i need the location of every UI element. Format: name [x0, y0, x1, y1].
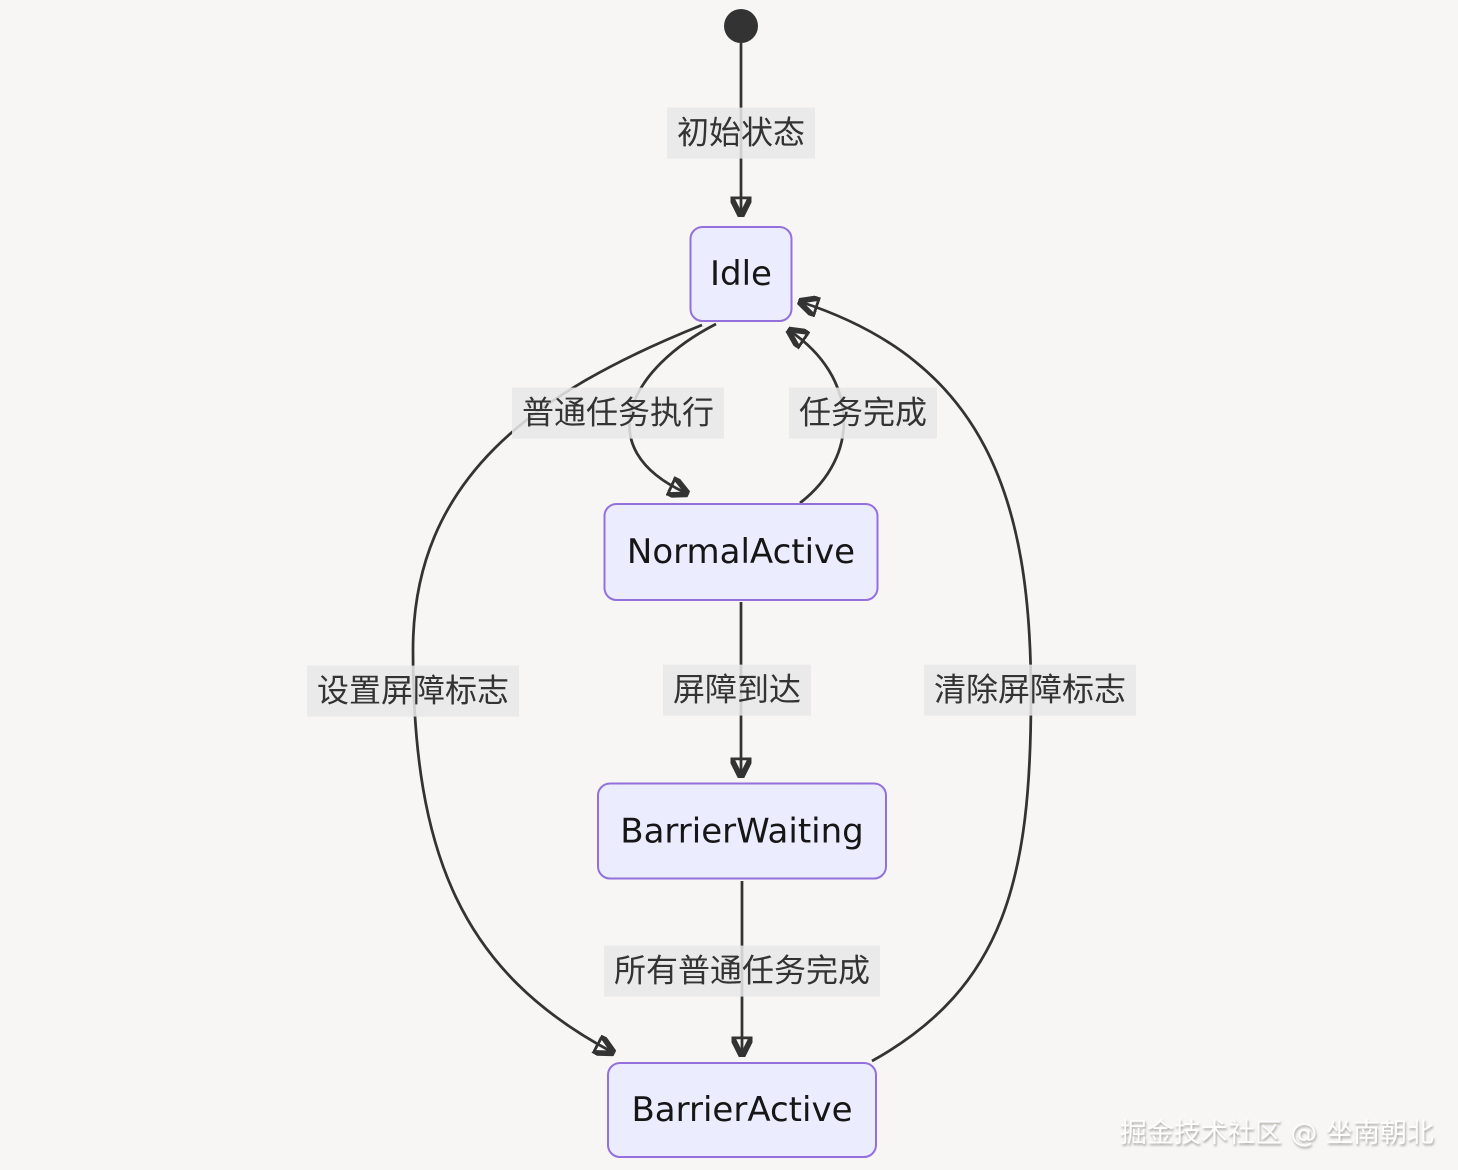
state-node-label: BarrierWaiting [620, 811, 864, 851]
state-node-idle: Idle [689, 226, 793, 322]
state-node-barrieractive: BarrierActive [607, 1062, 877, 1158]
initial-state-dot [724, 9, 758, 43]
edge-label-set-barrier-flag: 设置屏障标志 [306, 665, 520, 717]
edge-label-clear-barrier-flag: 清除屏障标志 [923, 664, 1137, 716]
edge-label-barrier-arrived: 屏障到达 [662, 664, 812, 716]
edge-label-all-normal-tasks-done: 所有普通任务完成 [603, 945, 881, 997]
state-node-normalactive: NormalActive [603, 503, 879, 601]
state-node-label: Idle [710, 254, 772, 294]
state-node-label: NormalActive [626, 532, 856, 572]
edge-label-initial-state: 初始状态 [666, 107, 816, 159]
state-node-barrierwaiting: BarrierWaiting [597, 782, 887, 880]
edge-label-task-complete: 任务完成 [788, 387, 938, 439]
edge-label-normal-task-execute: 普通任务执行 [511, 387, 725, 439]
state-node-label: BarrierActive [631, 1090, 853, 1130]
watermark: 掘金技术社区 @ 坐南朝北 [1119, 1118, 1434, 1149]
